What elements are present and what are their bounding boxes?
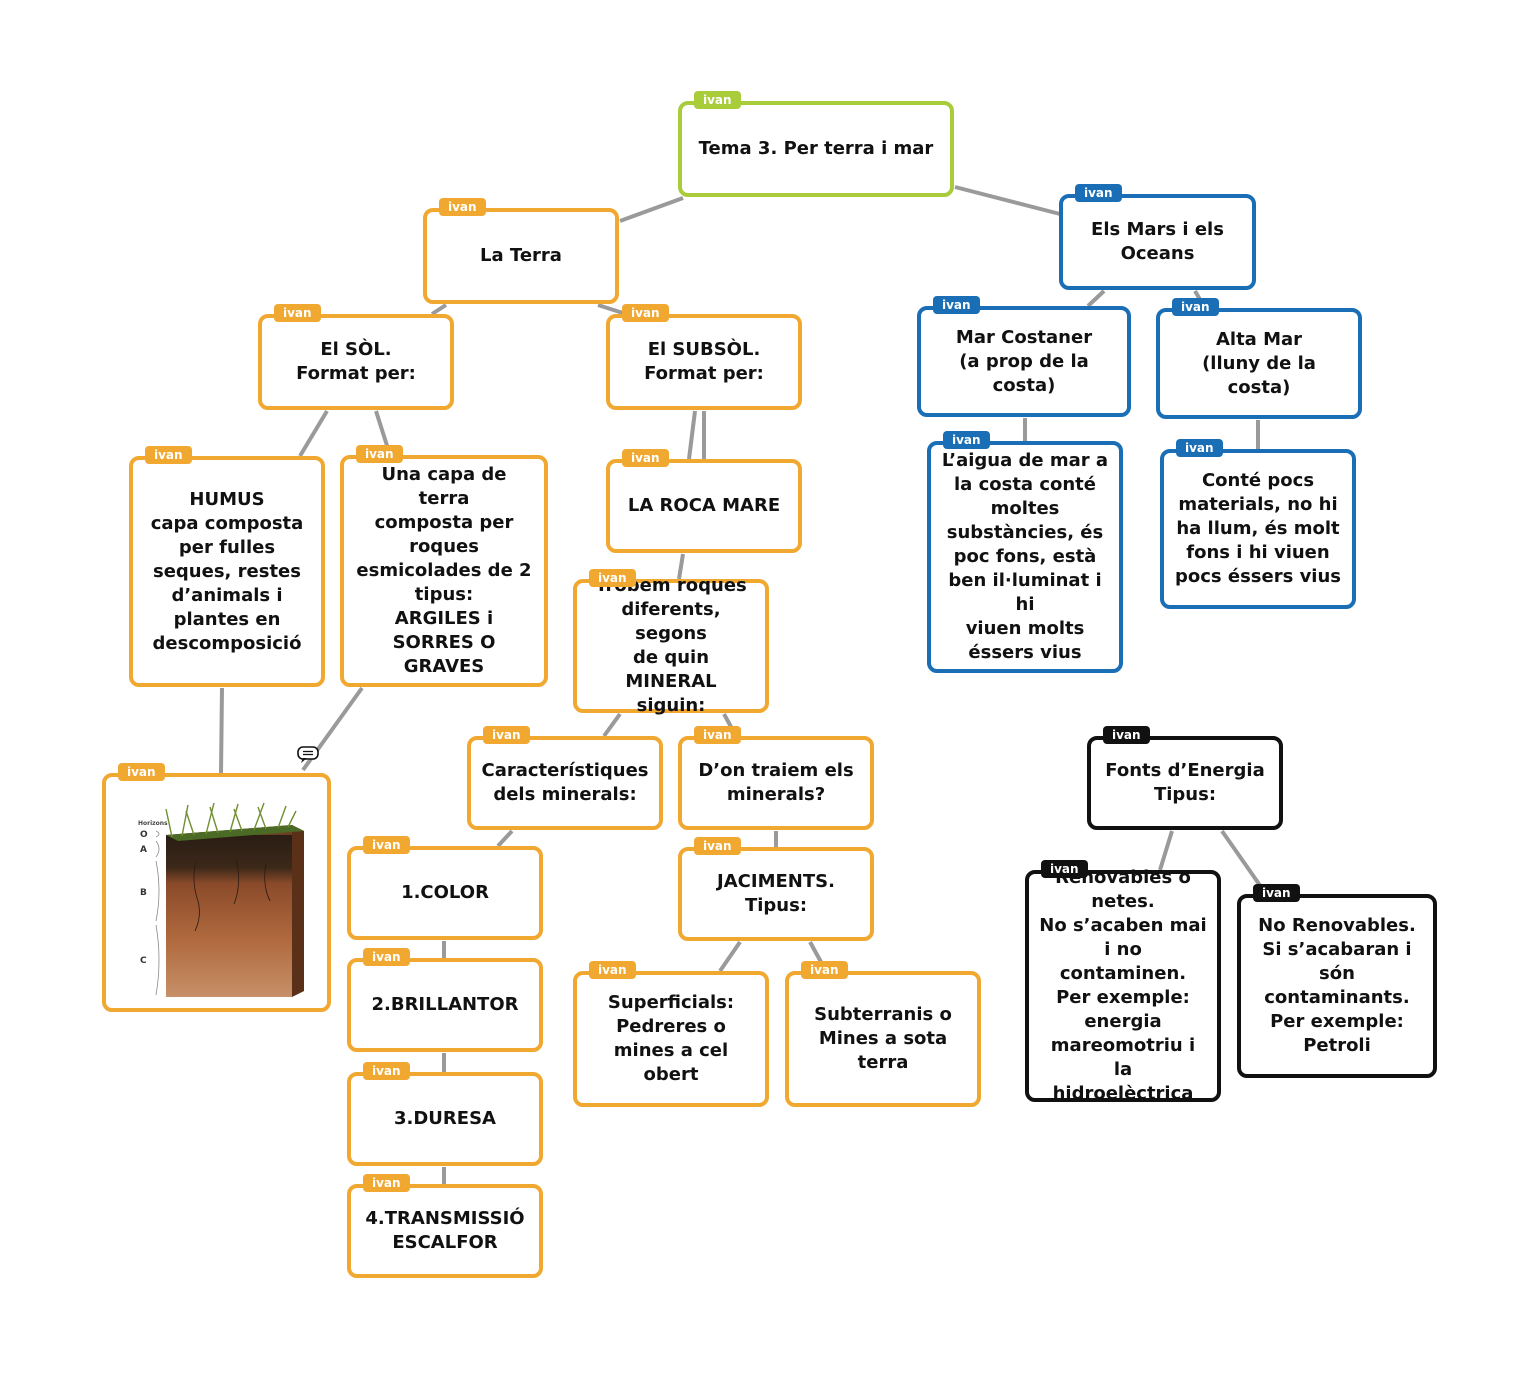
- node-renovables[interactable]: ivan Renovables o netes. No s’acaben mai…: [1025, 860, 1221, 1104]
- node-subterranis[interactable]: ivan Subterranis o Mines a sota terra: [785, 961, 981, 1107]
- author-tag: ivan: [1041, 860, 1088, 878]
- connector-line: [1220, 829, 1268, 896]
- connector-line: [687, 410, 697, 460]
- node-el-subsol[interactable]: ivan El SUBSÒL. Format per:: [606, 304, 802, 410]
- node-label: Alta Mar (lluny de la costa): [1202, 328, 1316, 398]
- node-humus[interactable]: ivan HUMUS capa composta per fulles sequ…: [129, 446, 325, 687]
- node-aigua-de-mar[interactable]: ivan L’aigua de mar a la costa conté mol…: [927, 431, 1123, 673]
- node-label: Trobem roques diferents, segons de quin …: [595, 575, 747, 716]
- node-duresa[interactable]: ivan 3.DURESA: [347, 1062, 543, 1166]
- author-tag: ivan: [363, 836, 410, 854]
- node-jaciments[interactable]: ivan JACIMENTS. Tipus:: [678, 837, 874, 941]
- horizon-b-label: B: [140, 888, 147, 898]
- node-soil-image[interactable]: ivan: [102, 763, 331, 1012]
- node-el-sol[interactable]: ivan El SÒL. Format per:: [258, 304, 454, 410]
- node-label: Els Mars i els Oceans: [1091, 219, 1224, 264]
- author-tag: ivan: [589, 961, 636, 979]
- author-tag: ivan: [1176, 439, 1223, 457]
- author-tag: ivan: [694, 91, 741, 109]
- connector-line: [298, 409, 329, 458]
- node-label: Renovables o netes. No s’acaben mai i no…: [1039, 867, 1207, 1104]
- node-conte-pocs-materials[interactable]: ivan Conté pocs materials, no hi ha llum…: [1160, 439, 1356, 609]
- connector-line: [1086, 289, 1106, 308]
- node-la-terra[interactable]: ivan La Terra: [423, 198, 619, 304]
- node-label: Tema 3. Per terra i mar: [698, 138, 934, 159]
- node-alta-mar[interactable]: ivan Alta Mar (lluny de la costa): [1156, 298, 1362, 419]
- connector-line: [430, 303, 448, 316]
- node-tema-3[interactable]: ivan Tema 3. Per terra i mar: [678, 91, 954, 197]
- connector-line: [1158, 830, 1174, 871]
- node-label: El SUBSÒL. Format per:: [644, 339, 764, 384]
- author-tag: ivan: [483, 726, 530, 744]
- author-tag: ivan: [694, 837, 741, 855]
- node-label: LA ROCA MARE: [627, 495, 781, 516]
- author-tag: ivan: [1103, 726, 1150, 744]
- node-label: Superficials: Pedreres o mines a cel obe…: [607, 992, 735, 1085]
- author-tag: ivan: [622, 449, 669, 467]
- author-tag: ivan: [439, 198, 486, 216]
- node-capa-de-terra[interactable]: ivan Una capa de terra composta per roqu…: [340, 445, 548, 687]
- author-tag: ivan: [1253, 884, 1300, 902]
- connector-line: [496, 829, 514, 848]
- node-label: Mar Costaner (a prop de la costa): [955, 326, 1093, 396]
- node-transmissio-escalfor[interactable]: ivan 4.TRANSMISSIÓ ESCALFOR: [347, 1174, 543, 1278]
- connector-line: [619, 196, 684, 223]
- node-label: Conté pocs materials, no hi ha llum, és …: [1174, 470, 1342, 587]
- author-tag: ivan: [589, 569, 636, 587]
- node-label: 2.BRILLANTOR: [371, 994, 519, 1015]
- node-label: 1.COLOR: [401, 882, 489, 903]
- author-tag: ivan: [363, 1062, 410, 1080]
- node-no-renovables[interactable]: ivan No Renovables. Si s’acabaran i són …: [1237, 884, 1437, 1078]
- author-tag: ivan: [694, 726, 741, 744]
- node-trobem-roques[interactable]: ivan Trobem roques diferents, segons de …: [573, 569, 769, 716]
- node-label: Característiques dels minerals:: [481, 760, 649, 805]
- author-tag: ivan: [933, 296, 980, 314]
- connector-line: [718, 940, 742, 973]
- connector-line: [954, 185, 1061, 216]
- connector-line: [597, 303, 627, 316]
- node-superficials[interactable]: ivan Superficials: Pedreres o mines a ce…: [573, 961, 769, 1107]
- connector-line: [602, 712, 622, 738]
- node-label: HUMUS capa composta per fulles seques, r…: [150, 488, 304, 654]
- author-tag: ivan: [118, 763, 165, 781]
- author-tag: ivan: [274, 304, 321, 322]
- horizon-a-label: A: [140, 845, 147, 855]
- connector-line: [677, 553, 685, 580]
- node-label: JACIMENTS. Tipus:: [717, 871, 835, 916]
- node-label: Subterranis o Mines a sota terra: [814, 1004, 952, 1073]
- node-els-mars-i-els-oceans[interactable]: ivan Els Mars i els Oceans: [1059, 184, 1256, 290]
- node-label: L’aigua de mar a la costa conté moltes s…: [941, 450, 1109, 663]
- node-label: La Terra: [480, 245, 562, 266]
- node-don-traiem-minerals[interactable]: ivan D’on traiem els minerals?: [678, 726, 874, 830]
- horizon-c-label: C: [140, 956, 147, 966]
- connector-line: [219, 687, 224, 774]
- author-tag: ivan: [622, 304, 669, 322]
- node-fonts-denergia[interactable]: ivan Fonts d’Energia Tipus:: [1087, 726, 1283, 830]
- author-tag: ivan: [1172, 298, 1219, 316]
- node-color[interactable]: ivan 1.COLOR: [347, 836, 543, 940]
- node-label: Fonts d’Energia Tipus:: [1105, 760, 1265, 805]
- node-label: No Renovables. Si s’acabaran i són conta…: [1258, 915, 1416, 1056]
- author-tag: ivan: [1075, 184, 1122, 202]
- node-la-roca-mare[interactable]: ivan LA ROCA MARE: [606, 449, 802, 553]
- node-label: 4.TRANSMISSIÓ ESCALFOR: [365, 1208, 525, 1253]
- node-label: 3.DURESA: [394, 1108, 496, 1129]
- node-label: Una capa de terra composta per roques es…: [356, 464, 532, 677]
- soil-caption: Horizons: [138, 820, 168, 827]
- author-tag: ivan: [356, 445, 403, 463]
- node-label: El SÒL. Format per:: [296, 339, 416, 384]
- author-tag: ivan: [801, 961, 848, 979]
- soil-horizon-profile-image: Horizons O A B C: [138, 802, 304, 997]
- author-tag: ivan: [363, 948, 410, 966]
- author-tag: ivan: [363, 1174, 410, 1192]
- author-tag: ivan: [145, 446, 192, 464]
- node-caracteristiques-minerals[interactable]: ivan Característiques dels minerals:: [467, 726, 663, 830]
- horizon-o-label: O: [140, 830, 148, 840]
- node-brillantor[interactable]: ivan 2.BRILLANTOR: [347, 948, 543, 1052]
- author-tag: ivan: [943, 431, 990, 449]
- node-mar-costaner[interactable]: ivan Mar Costaner (a prop de la costa): [917, 296, 1131, 417]
- speech-bubble-icon[interactable]: [297, 746, 319, 764]
- node-label: D’on traiem els minerals?: [698, 760, 854, 805]
